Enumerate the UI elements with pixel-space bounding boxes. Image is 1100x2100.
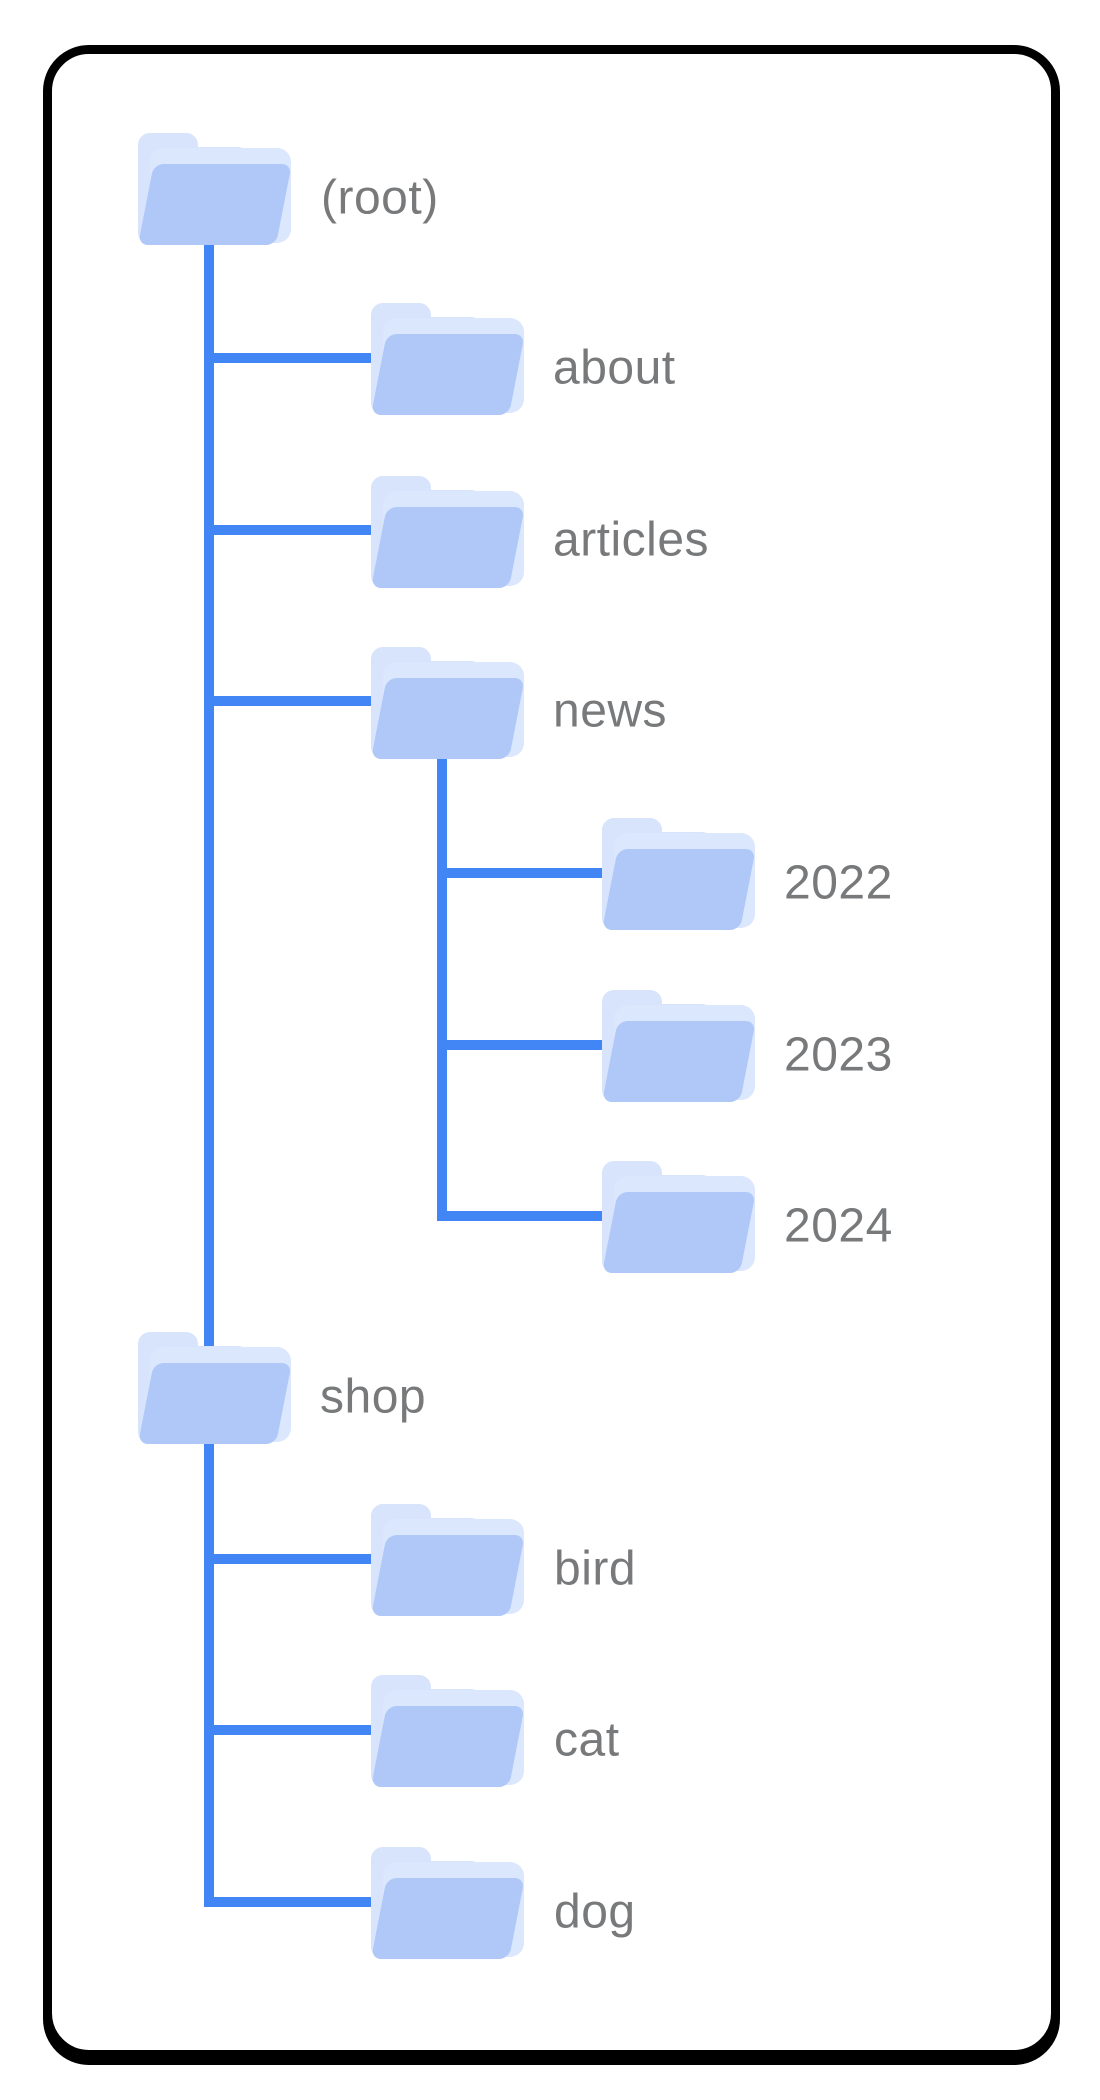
folder-icon-news [371, 647, 525, 759]
folder-front-flap [371, 1535, 525, 1616]
tree-connector-branch-2022 [437, 868, 623, 878]
folder-icon-2024 [602, 1161, 756, 1273]
folder-front-flap [138, 164, 292, 245]
tree-connector-trunk-root [204, 240, 214, 1907]
folder-icon-about [371, 303, 525, 415]
folder-label-articles: articles [553, 513, 710, 567]
folder-label-dog: dog [554, 1885, 636, 1939]
folder-front-flap [371, 1878, 525, 1959]
folder-icon-shop [138, 1332, 292, 1444]
tree-connector-branch-articles [204, 525, 392, 535]
tree-connector-branch-dog [204, 1897, 392, 1907]
folder-label-about: about [553, 341, 676, 395]
folder-front-flap [602, 1021, 756, 1102]
folder-front-flap [371, 678, 525, 759]
folder-front-flap [371, 507, 525, 588]
folder-front-flap [371, 1706, 525, 1787]
folder-label-2022: 2022 [784, 856, 893, 910]
folder-icon-2023 [602, 990, 756, 1102]
folder-icon-2022 [602, 818, 756, 930]
folder-front-flap [602, 849, 756, 930]
folder-label-2024: 2024 [784, 1199, 893, 1253]
tree-connector-branch-news [204, 696, 392, 706]
folder-front-flap [602, 1192, 756, 1273]
folder-label-root: (root) [321, 171, 439, 225]
folder-label-bird: bird [554, 1542, 637, 1596]
folder-front-flap [138, 1363, 292, 1444]
tree-connector-branch-2023 [437, 1040, 623, 1050]
folder-label-news: news [553, 684, 668, 738]
folder-label-shop: shop [320, 1370, 427, 1424]
tree-connector-trunk-news [437, 753, 447, 1221]
folder-icon-cat [371, 1675, 525, 1787]
folder-label-cat: cat [554, 1713, 620, 1767]
diagram-card [43, 45, 1060, 2059]
folder-icon-articles [371, 476, 525, 588]
tree-connector-branch-2024 [437, 1211, 623, 1221]
tree-connector-branch-about [204, 353, 392, 363]
tree-connector-branch-cat [204, 1725, 392, 1735]
folder-icon-dog [371, 1847, 525, 1959]
tree-connector-branch-bird [204, 1554, 392, 1564]
folder-front-flap [371, 334, 525, 415]
folder-icon-root [138, 133, 292, 245]
folder-icon-bird [371, 1504, 525, 1616]
folder-label-2023: 2023 [784, 1028, 893, 1082]
